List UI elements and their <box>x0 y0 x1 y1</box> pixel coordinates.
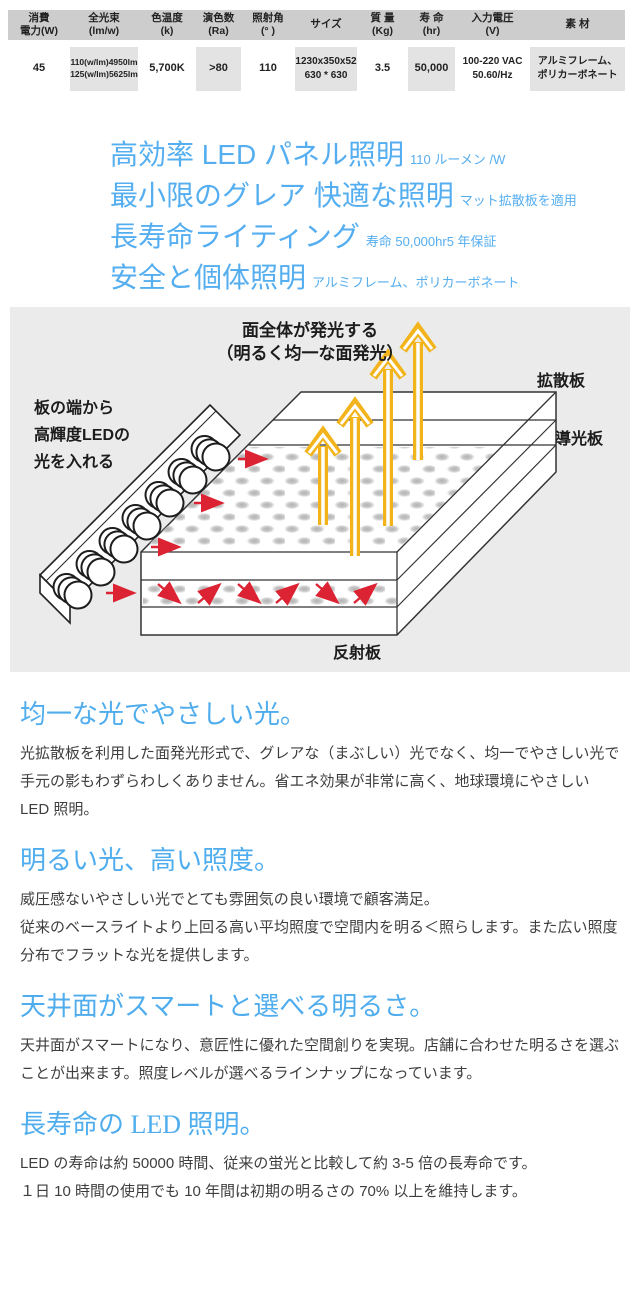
spec-header-beam-angle: 照射角 (° ) <box>252 11 284 37</box>
spec-header-voltage: 入力電圧 (V) <box>471 11 514 37</box>
spec-value-flux: 110(w/lm)4950lm 125(w/lm)5625lm <box>70 47 138 91</box>
feature-low-glare-title: 最小限のグレア 快適な照明 <box>110 180 454 211</box>
spec-table-values: 45 110(w/lm)4950lm 125(w/lm)5625lm 5,700… <box>8 47 625 91</box>
yellow-arrow <box>336 396 374 556</box>
red-led-arrows <box>106 449 269 603</box>
feature-long-life-note: 寿命 50,000hr5 年保証 <box>365 234 497 249</box>
feature-efficiency-title: 高効率 LED パネル照明 <box>110 139 405 170</box>
feature-long-life: 長寿命ライティング 寿命 50,000hr5 年保証 <box>110 215 577 256</box>
spec-header-cri: 演色数 (Ra) <box>202 11 235 37</box>
feature-safety-note: アルミフレーム、ポリカーボネート <box>312 275 520 290</box>
feature-efficiency-note: 110 ルーメン /W <box>410 152 506 167</box>
section-uniform-light-heading: 均一な光でやさしい光。 <box>20 700 307 729</box>
spec-value-cri: >80 <box>196 47 241 91</box>
led-cylinders <box>52 434 231 610</box>
section-bright-light-heading: 明るい光、高い照度。 <box>20 846 281 875</box>
feature-long-life-title: 長寿命ライティング <box>110 221 360 252</box>
section-uniform-light: 均一な光でやさしい光。 光拡散板を利用した面発光形式で、グレアな（まぶしい）光で… <box>20 694 620 824</box>
section-bright-light-body: 威圧感ないやさしい光でとても雰囲気の良い環境で顧客満足。 従来のベースライトより… <box>20 891 618 964</box>
yellow-arrow <box>304 425 342 525</box>
spec-value-voltage: 100-220 VAC 50.60/Hz <box>462 56 523 81</box>
diagram-title-line2: （明るく均一な面発光） <box>216 344 404 363</box>
spec-table-header: 消費 電力(W) 全光束 (lm/w) 色温度 (k) 演色数 (Ra) 照射角… <box>8 10 625 40</box>
section-smart-ceiling-heading: 天井面がスマートと選べる明るさ。 <box>20 992 436 1021</box>
diagram-title: 面全体が発光する （明るく均一な面発光） <box>170 319 450 365</box>
spec-value-lifetime: 50,000 <box>408 47 455 91</box>
section-smart-ceiling: 天井面がスマートと選べる明るさ。 天井面がスマートになり、意匠性に優れた空間創り… <box>20 986 620 1088</box>
red-bounce-arrows <box>157 581 378 606</box>
spec-header-color-temp: 色温度 (k) <box>151 11 183 37</box>
feature-headlines: 高効率 LED パネル照明 110 ルーメン /W 最小限のグレア 快適な照明 … <box>110 133 577 297</box>
section-long-life-body: LED の寿命は約 50000 時間、従来の蛍光と比較して約 3-5 倍の長寿命… <box>20 1155 537 1200</box>
spec-header-material: 素 材 <box>565 18 590 31</box>
spec-header-weight: 質 量 (Kg) <box>370 11 395 37</box>
description-sections: 均一な光でやさしい光。 光拡散板を利用した面発光形式で、グレアな（まぶしい）光で… <box>20 672 620 1210</box>
section-long-life: 長寿命の LED 照明。 LED の寿命は約 50000 時間、従来の蛍光と比較… <box>20 1104 620 1206</box>
spec-table: 消費 電力(W) 全光束 (lm/w) 色温度 (k) 演色数 (Ra) 照射角… <box>8 10 625 91</box>
spec-value-size: 1230x350x52 630 * 630 <box>295 47 357 91</box>
label-reflector-plate: 反射板 <box>333 645 382 662</box>
led-panel-diagram: 面全体が発光する （明るく均一な面発光） 拡散板 導光板 反射板 板の端から 高… <box>10 307 630 672</box>
spec-value-color-temp: 5,700K <box>149 62 185 75</box>
spec-header-size: サイズ <box>310 18 342 31</box>
label-led-edge-note: 板の端から 高輝度LEDの 光を入れる <box>34 400 131 471</box>
spec-value-material: アルミフレーム、 ポリカーボネート <box>530 47 625 91</box>
panel-drawing <box>38 321 557 636</box>
label-lightguide-plate: 導光板 <box>555 431 604 448</box>
yellow-arrow <box>399 321 437 460</box>
feature-low-glare-note: マット拡散板を適用 <box>459 193 577 208</box>
spec-header-flux: 全光束 (lm/w) <box>88 11 120 37</box>
spec-header-power: 消費 電力(W) <box>20 11 58 37</box>
yellow-light-arrows <box>304 321 437 556</box>
diagram-title-line1: 面全体が発光する <box>242 321 378 340</box>
feature-low-glare: 最小限のグレア 快適な照明 マット拡散板を適用 <box>110 174 577 215</box>
feature-efficiency: 高効率 LED パネル照明 110 ルーメン /W <box>110 133 577 174</box>
spec-value-beam-angle: 110 <box>259 62 277 75</box>
feature-safety: 安全と個体照明 アルミフレーム、ポリカーボネート <box>110 256 577 297</box>
section-smart-ceiling-body: 天井面がスマートになり、意匠性に優れた空間創りを実現。店舗に合わせた明るさを選ぶ… <box>20 1037 619 1082</box>
yellow-arrow <box>369 348 407 526</box>
panel-stack <box>140 391 557 636</box>
spec-header-lifetime: 寿 命 (hr) <box>419 11 444 37</box>
section-uniform-light-body: 光拡散板を利用した面発光形式で、グレアな（まぶしい）光でなく、均一でやさしい光で… <box>20 745 620 818</box>
feature-safety-title: 安全と個体照明 <box>110 262 307 293</box>
label-diffuser-plate: 拡散板 <box>537 373 586 390</box>
spec-value-weight: 3.5 <box>374 62 391 75</box>
spec-value-power: 45 <box>32 62 46 75</box>
section-long-life-heading: 長寿命の LED 照明。 <box>20 1110 266 1139</box>
section-bright-light: 明るい光、高い照度。 威圧感ないやさしい光でとても雰囲気の良い環境で顧客満足。 … <box>20 840 620 970</box>
